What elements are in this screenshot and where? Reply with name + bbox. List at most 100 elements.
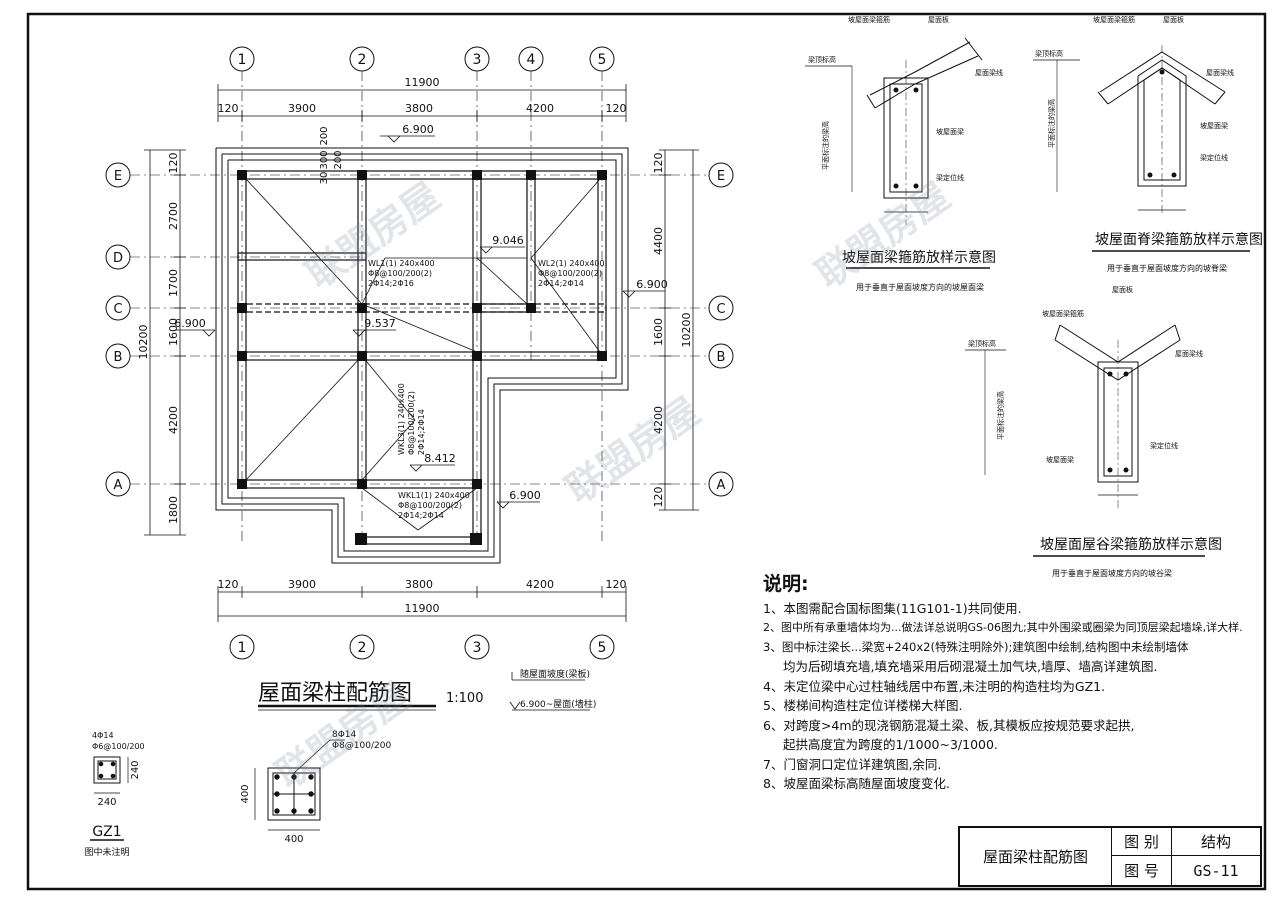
axis-label-2-bottom: 2 bbox=[358, 640, 367, 656]
kz-section bbox=[254, 739, 345, 831]
note-2: 2、图中所有承重墙体均为...做法详总说明GS-06图九;其中外围梁或圈梁为同顶… bbox=[763, 621, 1243, 634]
note-1: 1、本图需配合国标图集(11G101-1)共同使用. bbox=[763, 600, 1022, 616]
axis-label-C: C bbox=[113, 302, 122, 317]
d2-lbl-height: 平面标注的梁高 bbox=[1047, 99, 1056, 148]
sheet-border bbox=[26, 12, 1267, 891]
elev-7: 6.900 bbox=[509, 489, 541, 502]
detail-ridge-beam-2 bbox=[1033, 45, 1250, 252]
title-block-drawing-name: 屋面梁柱配筋图 bbox=[960, 828, 1112, 885]
dim-right-total: 10200 bbox=[680, 313, 693, 348]
dim-top-2: 3900 bbox=[288, 102, 316, 115]
note-3b: 均为后砌填充墙,填充墙采用后砌混凝土加气块,墙厚、墙高详建筑图. bbox=[783, 659, 1158, 674]
misc-dim-4: 200 bbox=[333, 150, 344, 169]
gz1-note: 图中未注明 bbox=[84, 846, 129, 858]
axis-label-D: D bbox=[113, 251, 123, 266]
title-block-cat-label: 图 别 bbox=[1112, 828, 1172, 856]
axis-label-5-bottom: 5 bbox=[598, 640, 607, 656]
d1-lbl-stirrup: 坡屋面梁箍筋 bbox=[848, 15, 890, 24]
plan-text: 1 2 3 4 5 1 2 3 5 E D C B A E C B A 1190… bbox=[113, 52, 726, 656]
roof-plan bbox=[90, 46, 734, 841]
note-5: 5、楼梯间构造柱定位详楼梯大样图. bbox=[763, 698, 963, 713]
note-8: 8、坡屋面梁标高随屋面坡度变化. bbox=[763, 776, 950, 791]
kz-top-label-2: Φ8@100/200 bbox=[332, 741, 391, 751]
title-block-cat-value: 结构 bbox=[1172, 828, 1260, 856]
elev-6: 6.900 bbox=[636, 278, 668, 291]
beam-label-3b: Φ8@100/200(2) bbox=[407, 391, 416, 455]
dim-right-3: 1600 bbox=[652, 318, 665, 346]
gz1-top-label: 4Φ14 bbox=[92, 731, 114, 740]
d1-lbl-top: 梁顶标高 bbox=[808, 55, 836, 64]
dim-left-1: 120 bbox=[167, 153, 180, 174]
dim-left-4: 1600 bbox=[167, 318, 180, 346]
d2-lbl-stirrup: 坡屋面梁箍筋 bbox=[1093, 15, 1135, 24]
d2-lbl-roof: 屋面板 bbox=[1163, 15, 1184, 24]
roof-outline bbox=[215, 147, 629, 564]
legend-text-1: 随屋面坡度(梁板) bbox=[520, 668, 590, 680]
note-7: 7、门窗洞口定位详建筑图,余同. bbox=[763, 756, 942, 772]
d2-lbl-top: 梁顶标高 bbox=[1035, 49, 1063, 58]
gz1-section bbox=[90, 756, 129, 841]
dim-left-6: 1800 bbox=[167, 496, 180, 524]
beam-label-3a: WKL3(1) 240x400 bbox=[397, 383, 406, 455]
columns bbox=[237, 170, 607, 545]
dim-bottom-2: 3900 bbox=[288, 578, 316, 591]
d3-lbl-stirrup: 坡屋面梁箍筋 bbox=[1042, 309, 1084, 318]
beam-annotations: WL1(1) 240x400 Φ8@100/200(2) 2Φ14;2Φ16 W… bbox=[368, 259, 605, 520]
axis-label-2: 2 bbox=[358, 52, 367, 68]
dim-right bbox=[659, 149, 699, 511]
kz-dim-h: 400 bbox=[240, 784, 251, 803]
dim-left-2: 2700 bbox=[167, 202, 180, 230]
dim-top bbox=[217, 84, 627, 122]
d3-lbl-rebar: 坡屋面梁 bbox=[1046, 455, 1074, 464]
axis-label-E: E bbox=[114, 169, 122, 184]
beam-label-2a: WL2(1) 240x400 bbox=[538, 259, 605, 268]
elevation-markers bbox=[175, 135, 665, 509]
title-block-num-label: 图 号 bbox=[1112, 856, 1172, 885]
d1-lbl-roof: 屋面板 bbox=[928, 15, 949, 24]
dim-right-1: 120 bbox=[652, 153, 665, 174]
dim-bottom bbox=[217, 586, 627, 622]
detail-3-sub: 用于垂直于屋面坡度方向的坡谷梁 bbox=[1052, 568, 1172, 578]
dim-top-4: 4200 bbox=[526, 102, 554, 115]
detail-1-sub: 用于垂直于屋面坡度方向的坡屋面梁 bbox=[856, 282, 984, 292]
dim-bottom-4: 4200 bbox=[526, 578, 554, 591]
title-block: 屋面梁柱配筋图 图 别 结构 图 号 GS-11 bbox=[958, 826, 1262, 887]
dim-right-4: 4200 bbox=[652, 406, 665, 434]
note-4: 4、未定位梁中心过柱轴线居中布置,未注明的构造柱均为GZ1. bbox=[763, 678, 1106, 694]
misc-dim-1: 30 bbox=[319, 172, 330, 185]
axis-label-A-right: A bbox=[717, 478, 726, 493]
axis-label-4: 4 bbox=[527, 52, 536, 68]
beam-label-4b: Φ8@100/200(2) bbox=[398, 501, 462, 510]
dim-left-3: 1700 bbox=[167, 269, 180, 297]
elev-2: 9.046 bbox=[492, 234, 524, 247]
note-6a: 6、对跨度>4m的现浇钢筋混凝土梁、板,其模板应按规范要求起拱, bbox=[763, 717, 1135, 733]
detail-2-sub: 用于垂直于屋面坡度方向的坡脊梁 bbox=[1107, 263, 1227, 273]
dim-bottom-total: 11900 bbox=[405, 602, 440, 615]
beam-label-4a: WKL1(1) 240x400 bbox=[398, 491, 470, 500]
elev-3: 9.537 bbox=[364, 317, 396, 330]
axis-bubbles-bottom bbox=[229, 634, 615, 660]
dim-left bbox=[144, 149, 186, 536]
misc-dim-2: 200 bbox=[319, 126, 330, 145]
title-block-num-value: GS-11 bbox=[1193, 861, 1239, 880]
d1-lbl-rebar: 坡屋面梁 bbox=[936, 127, 964, 136]
d3-lbl-top: 梁顶标高 bbox=[968, 339, 996, 348]
detail-1-title: 坡屋面梁箍筋放样示意图 bbox=[842, 249, 996, 266]
beams bbox=[237, 170, 607, 545]
detail-2-title: 坡屋面脊梁箍筋放样示意图 bbox=[1095, 231, 1263, 248]
elev-1: 6.900 bbox=[402, 123, 434, 136]
dim-top-total: 11900 bbox=[405, 76, 440, 89]
notes-heading: 说明: bbox=[763, 573, 809, 595]
d3-lbl-height: 平面标注的梁高 bbox=[996, 391, 1005, 440]
beam-label-3c: 2Φ14;2Φ14 bbox=[417, 409, 426, 455]
d1-lbl-height: 平面标注的梁高 bbox=[821, 121, 830, 170]
axis-label-E-right: E bbox=[717, 169, 725, 184]
design-notes: 说明: 1、本图需配合国标图集(11G101-1)共同使用. 2、图中所有承重墙… bbox=[763, 573, 1263, 794]
detail-drawings bbox=[805, 37, 1250, 557]
d3-lbl-layer: 屋面梁线 bbox=[1175, 349, 1203, 358]
dim-bottom-3: 3800 bbox=[405, 578, 433, 591]
beam-label-1b: Φ8@100/200(2) bbox=[368, 269, 432, 278]
elev-4: 8.412 bbox=[424, 452, 456, 465]
